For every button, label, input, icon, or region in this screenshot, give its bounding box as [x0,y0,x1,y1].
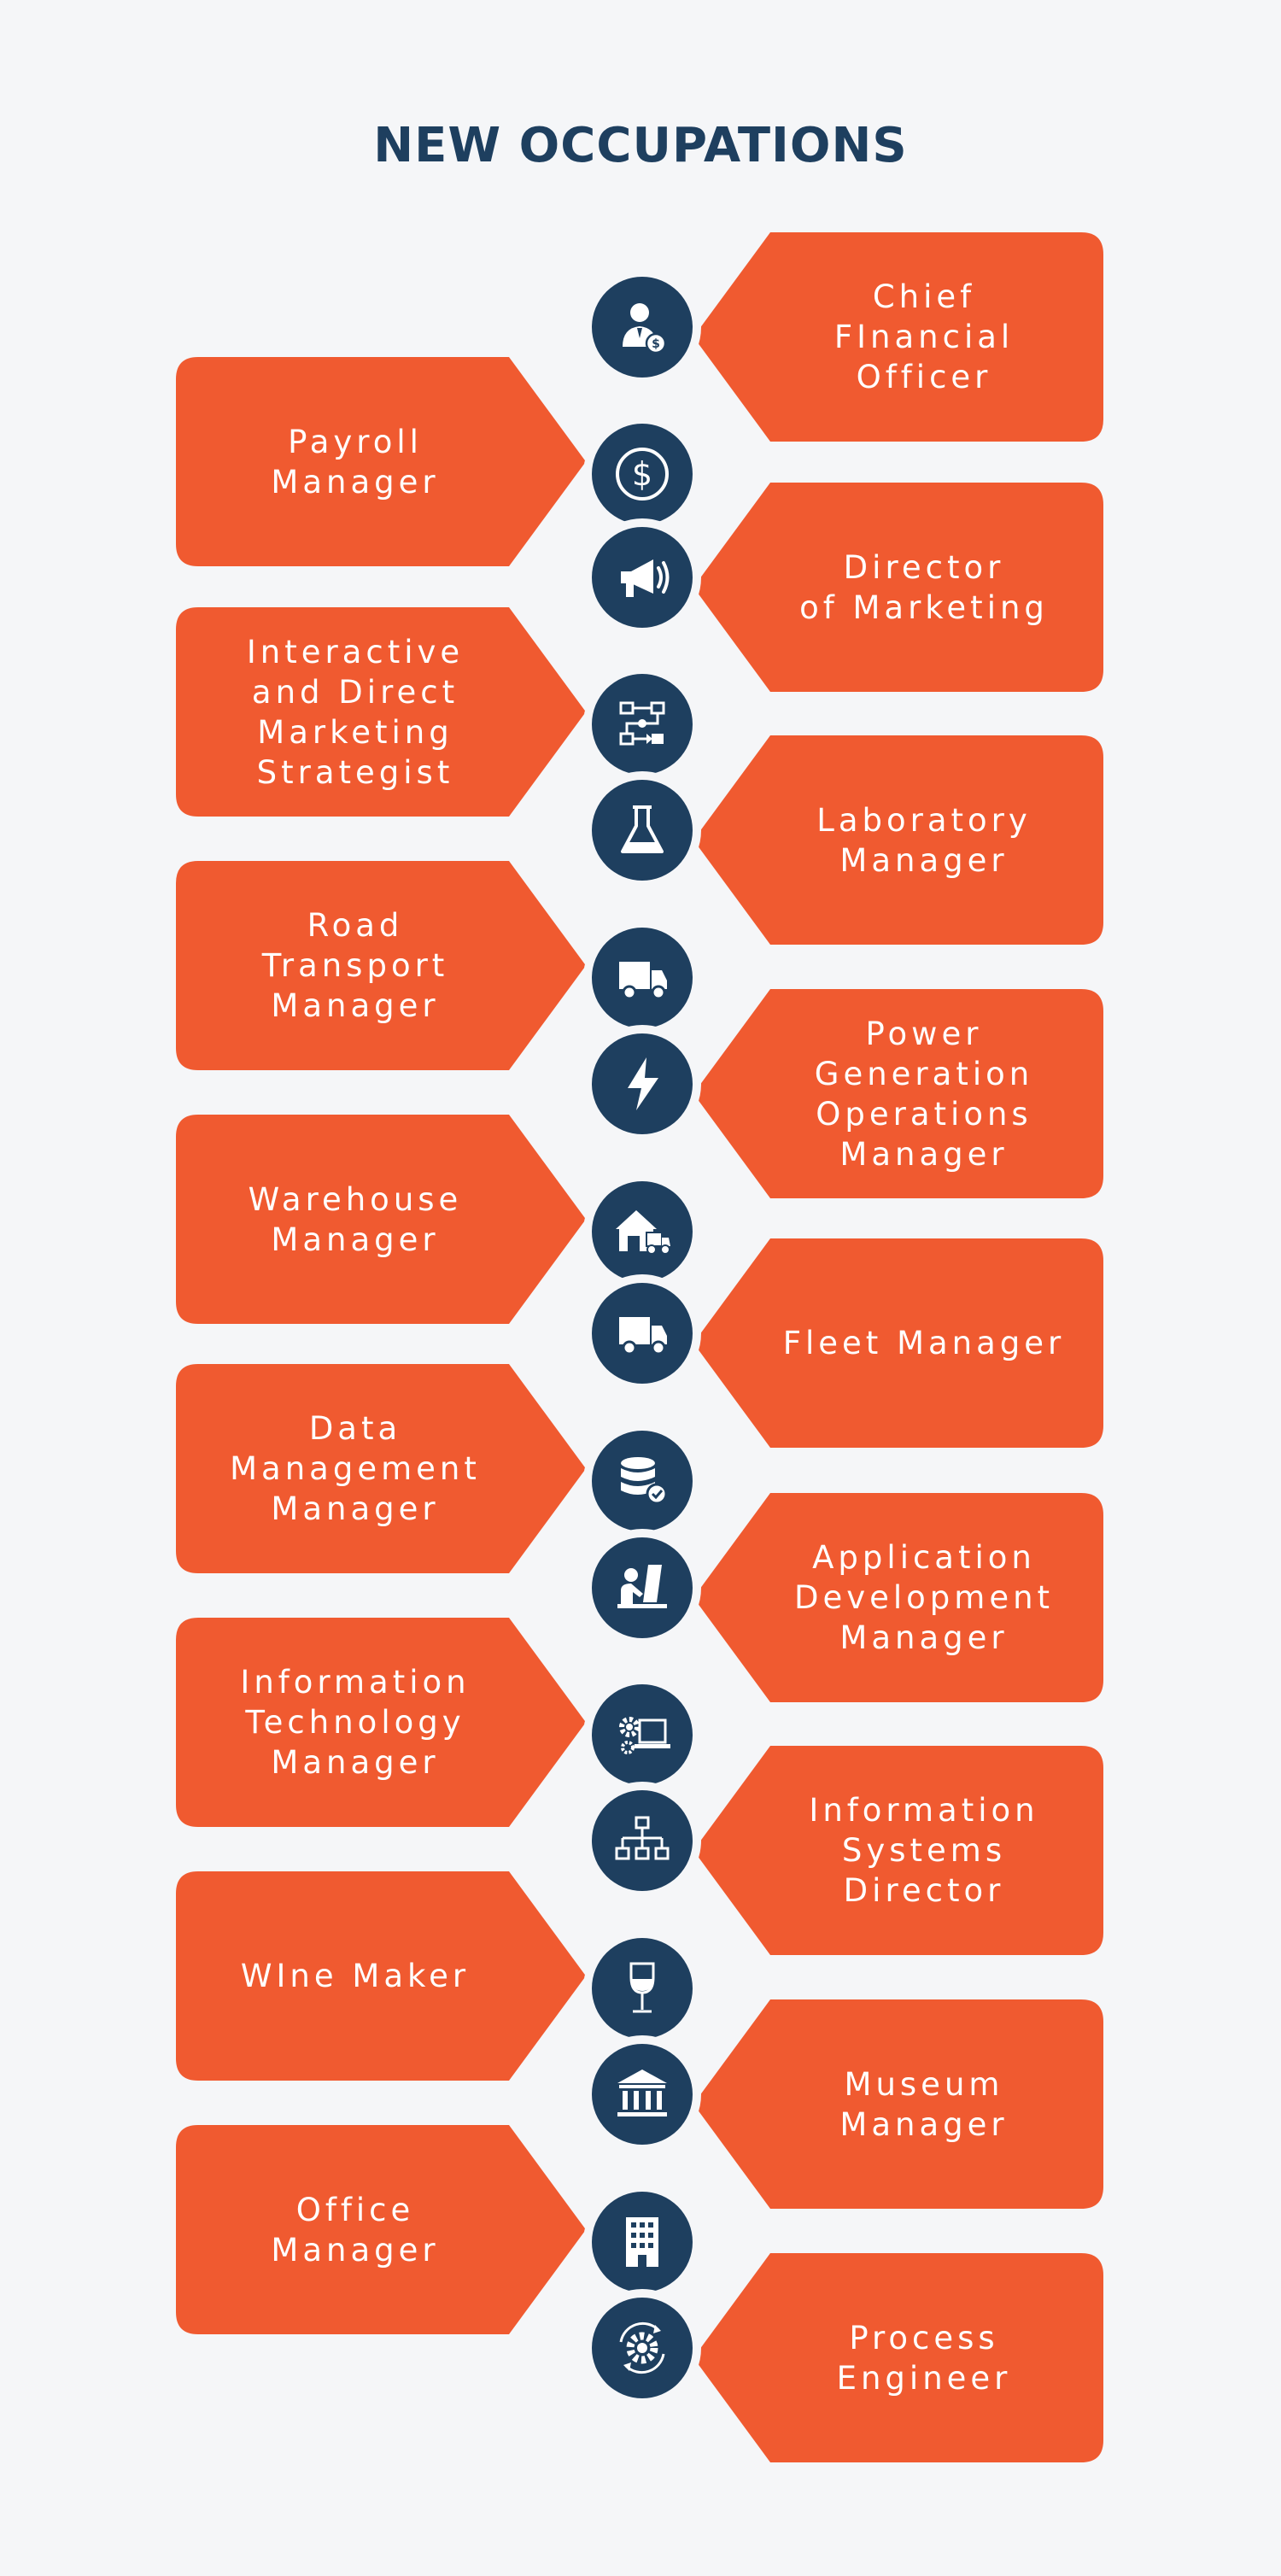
office-building-icon [592,2191,693,2292]
svg-text:$: $ [652,337,660,351]
lab-flask-icon [592,779,693,881]
network-hierarchy-icon [592,1789,693,1891]
occupation-card-shape [693,1999,1103,2209]
database-check-icon [592,1430,693,1531]
occupation-card-shape [693,232,1103,442]
occupation-card-shape [693,1493,1103,1702]
occupation-card-shape [693,735,1103,945]
occupation-card-shape [176,357,586,566]
occupation-label: WIne Maker [240,1958,471,1994]
fleet-truck-icon [592,1282,693,1384]
megaphone-icon [592,526,693,628]
occupation-card-shape [176,861,586,1070]
flow-arrows-icon [592,673,693,775]
gear-laptop-icon [592,1683,693,1785]
occupation-card-shape [176,1618,586,1827]
delivery-truck-icon [592,927,693,1028]
occupation-card-shape [693,2253,1103,2462]
wine-glass-icon [592,1937,693,2039]
process-gear-icon [592,2297,693,2398]
occupation-card-shape [176,1364,586,1573]
occupation-card-shape [176,2125,586,2334]
museum-building-icon [592,2043,693,2145]
svg-text:$: $ [632,455,652,493]
lightning-bolt-icon [592,1033,693,1134]
occupation-card-shape [176,1115,586,1324]
occupation-card-shape [693,989,1103,1198]
occupation-card-shape [176,607,586,817]
dollar-coin-icon: $ [592,423,693,524]
occupation-card-shape [176,1871,586,2081]
businessman-dollar-icon: $ [592,276,693,378]
occupation-card-shape [693,483,1103,692]
developer-laptop-icon [592,1537,693,1638]
occupation-card: Fleet Manager [693,1238,1103,1448]
page-title: NEW OCCUPATIONS [373,118,908,173]
occupation-label: Fleet Manager [782,1325,1066,1361]
occupation-card-shape [693,1238,1103,1448]
warehouse-truck-icon [592,1180,693,1282]
occupation-card-shape [693,1746,1103,1955]
occupation-card: WIne Maker [176,1871,586,2081]
